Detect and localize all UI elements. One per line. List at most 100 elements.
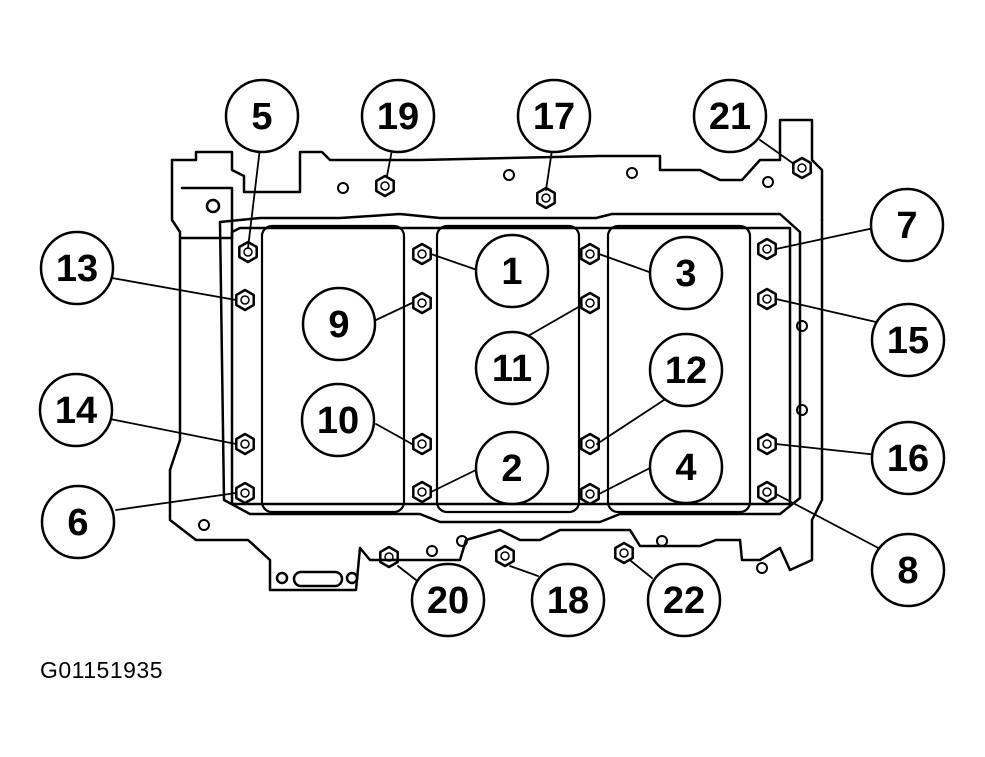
bolt-2 bbox=[412, 480, 432, 504]
bolt-heads bbox=[235, 156, 812, 569]
bolt-5-center bbox=[243, 247, 253, 257]
bolt-15 bbox=[757, 287, 777, 311]
bolt-5 bbox=[238, 240, 258, 264]
callout-number: 15 bbox=[887, 320, 929, 362]
callout-20: 20 bbox=[410, 562, 486, 638]
callout-number: 3 bbox=[675, 253, 696, 295]
callout-number: 8 bbox=[897, 550, 918, 592]
bolt-8-center bbox=[762, 487, 772, 497]
bolt-2-center bbox=[417, 487, 427, 497]
callout-circle bbox=[692, 78, 768, 154]
bolt-11 bbox=[580, 291, 600, 315]
callout-4: 4 bbox=[648, 429, 724, 505]
callout-circle bbox=[360, 78, 436, 154]
bolt-4 bbox=[580, 482, 600, 506]
callout-circle bbox=[301, 286, 377, 362]
callout-circle bbox=[870, 420, 946, 496]
bolt-13 bbox=[235, 288, 255, 312]
callout-circle bbox=[474, 233, 550, 309]
leader-lines bbox=[109, 139, 885, 581]
bolt-19-center bbox=[380, 181, 390, 191]
callout-6: 6 bbox=[40, 484, 116, 560]
callout-16: 16 bbox=[870, 420, 946, 496]
callout-number: 11 bbox=[492, 348, 532, 390]
callout-circle bbox=[38, 372, 114, 448]
bolt-7 bbox=[757, 237, 777, 261]
callout-number: 16 bbox=[887, 438, 929, 480]
callout-21: 21 bbox=[692, 78, 768, 154]
callout-number: 12 bbox=[665, 350, 707, 392]
bolt-17 bbox=[536, 186, 556, 210]
callout-number: 18 bbox=[547, 580, 589, 622]
callout-18: 18 bbox=[530, 562, 606, 638]
callout-circle bbox=[870, 532, 946, 608]
callout-number: 6 bbox=[67, 502, 88, 544]
callout-circle bbox=[869, 187, 945, 263]
callout-9: 9 bbox=[301, 286, 377, 362]
callout-15: 15 bbox=[870, 302, 946, 378]
bolt-17-center bbox=[541, 193, 551, 203]
bolt-22-center bbox=[619, 548, 629, 558]
bolt-8 bbox=[757, 480, 777, 504]
callout-number: 14 bbox=[55, 390, 97, 432]
callout-7: 7 bbox=[869, 187, 945, 263]
callout-14: 14 bbox=[38, 372, 114, 448]
bolt-7-center bbox=[762, 244, 772, 254]
housing-outline bbox=[168, 118, 824, 592]
callout-number: 5 bbox=[251, 96, 272, 138]
callout-circle bbox=[648, 429, 724, 505]
callout-number: 1 bbox=[501, 251, 522, 293]
bolt-21-center bbox=[797, 163, 807, 173]
gasket-outline bbox=[218, 212, 802, 524]
callout-circle bbox=[474, 430, 550, 506]
callout-circle bbox=[300, 382, 376, 458]
bolt-14-center bbox=[240, 439, 250, 449]
callout-2: 2 bbox=[474, 430, 550, 506]
callout-12: 12 bbox=[648, 332, 724, 408]
callout-circle bbox=[39, 230, 115, 306]
bolt-9-center bbox=[417, 298, 427, 308]
bolt-9 bbox=[412, 291, 432, 315]
bolt-20 bbox=[379, 545, 399, 569]
callout-22: 22 bbox=[646, 562, 722, 638]
callout-circle bbox=[530, 562, 606, 638]
callout-number: 22 bbox=[663, 580, 705, 622]
callout-11: 11 bbox=[474, 330, 550, 406]
callout-number: 4 bbox=[675, 447, 696, 489]
figure-id: G01151935 bbox=[40, 657, 164, 683]
callout-number: 2 bbox=[501, 448, 522, 490]
callout-circle bbox=[410, 562, 486, 638]
bolt-15-center bbox=[762, 294, 772, 304]
bolt-21 bbox=[792, 156, 812, 180]
bolt-10 bbox=[412, 432, 432, 456]
bolt-1 bbox=[412, 242, 432, 266]
callout-19: 19 bbox=[360, 78, 436, 154]
dowel-holes bbox=[198, 167, 808, 574]
callout-number: 21 bbox=[709, 96, 751, 138]
callout-number: 10 bbox=[317, 400, 359, 442]
callout-8: 8 bbox=[870, 532, 946, 608]
callout-number: 19 bbox=[377, 96, 419, 138]
bolt-6-center bbox=[240, 488, 250, 498]
bolt-18-center bbox=[500, 551, 510, 561]
bolt-3 bbox=[580, 242, 600, 266]
bolt-18 bbox=[495, 544, 515, 568]
callout-number: 7 bbox=[896, 205, 917, 247]
bolt-19 bbox=[375, 174, 395, 198]
bolt-12-center bbox=[585, 439, 595, 449]
bolt-1-center bbox=[417, 249, 427, 259]
bolt-14 bbox=[235, 432, 255, 456]
cylinder-bays bbox=[260, 224, 752, 514]
bolt-3-center bbox=[585, 249, 595, 259]
callout-number: 13 bbox=[56, 248, 98, 290]
bolt-22 bbox=[614, 541, 634, 565]
callout-number: 17 bbox=[533, 96, 575, 138]
callout-number: 9 bbox=[328, 304, 349, 346]
callout-circle bbox=[648, 235, 724, 311]
callout-number: 20 bbox=[427, 580, 469, 622]
callout-circle bbox=[516, 78, 592, 154]
callout-circle bbox=[40, 484, 116, 560]
bolt-13-center bbox=[240, 295, 250, 305]
